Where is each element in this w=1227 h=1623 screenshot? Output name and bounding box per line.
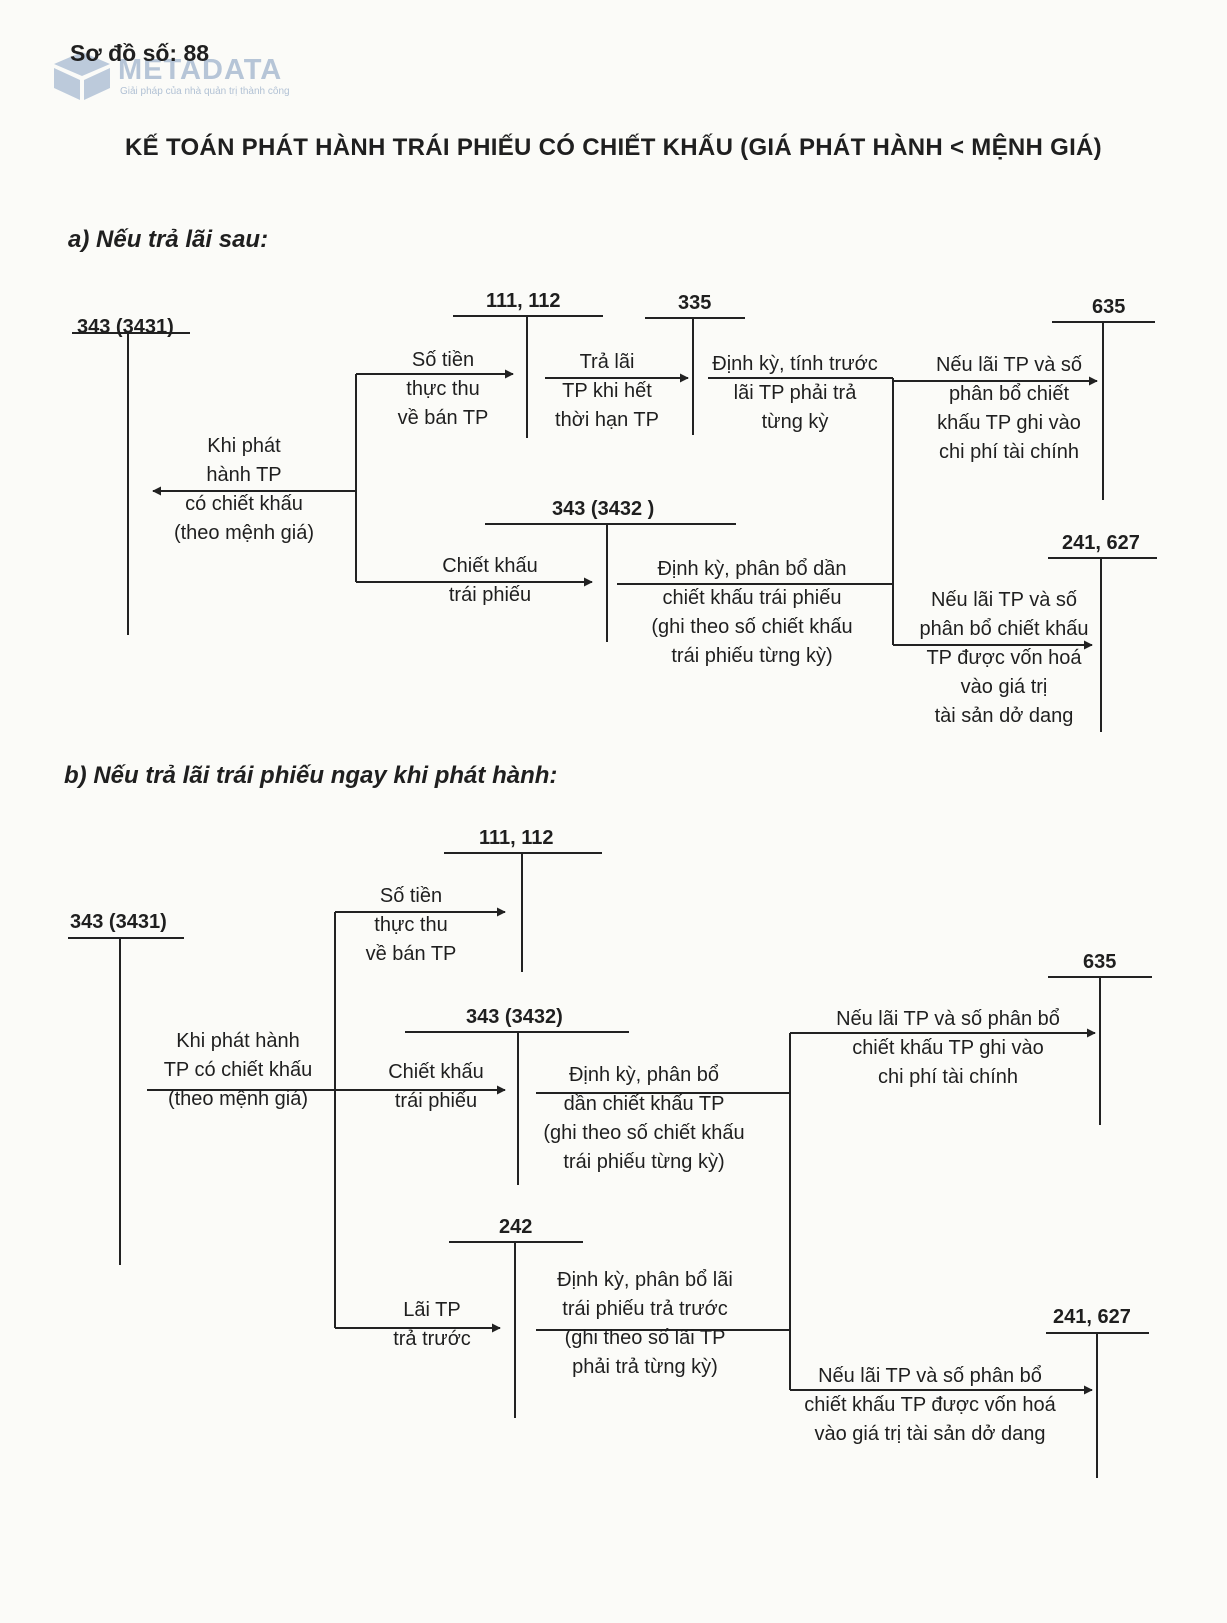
watermark-brand: METADATA (118, 54, 283, 86)
t-account-a-635 (1052, 321, 1155, 500)
account-b-242: 242 (499, 1216, 533, 1238)
t-account-b-635 (1048, 976, 1152, 1125)
account-b-241-627: 241, 627 (1053, 1306, 1131, 1328)
t-account-b-242 (449, 1241, 583, 1418)
section-b-heading: b) Nếu trả lãi trái phiếu ngay khi phát … (64, 762, 558, 789)
metadata-logo-icon (54, 52, 110, 100)
account-a-635: 635 (1092, 296, 1126, 318)
account-a-3431: 343 (3431) (77, 316, 174, 338)
t-account-b-3431 (68, 937, 184, 1265)
t-account-a-111 (453, 315, 603, 438)
t-account-a-335 (645, 317, 745, 435)
account-b-3432: 343 (3432) (466, 1006, 563, 1028)
account-b-3431: 343 (3431) (70, 911, 167, 933)
account-a-241-627: 241, 627 (1062, 532, 1140, 554)
t-account-b-241 (1046, 1332, 1149, 1478)
account-a-335: 335 (678, 292, 712, 314)
account-a-111-112: 111, 112 (486, 290, 561, 312)
account-a-3432: 343 (3432 ) (552, 498, 655, 520)
page-title: KẾ TOÁN PHÁT HÀNH TRÁI PHIẾU CÓ CHIẾT KH… (125, 134, 1102, 161)
t-account-b-111 (444, 852, 602, 972)
section-a-heading: a) Nếu trả lãi sau: (68, 226, 269, 253)
t-account-a-241 (1048, 557, 1157, 732)
watermark-tagline: Giải pháp của nhà quản trị thành công (120, 86, 290, 97)
account-b-111-112: 111, 112 (479, 827, 554, 849)
t-account-b-3432 (405, 1031, 629, 1185)
account-b-635: 635 (1083, 951, 1117, 973)
scheme-number: Sơ đồ số: 88 (70, 40, 210, 66)
t-account-a-3432 (485, 523, 736, 642)
t-account-a-3431 (72, 332, 190, 635)
